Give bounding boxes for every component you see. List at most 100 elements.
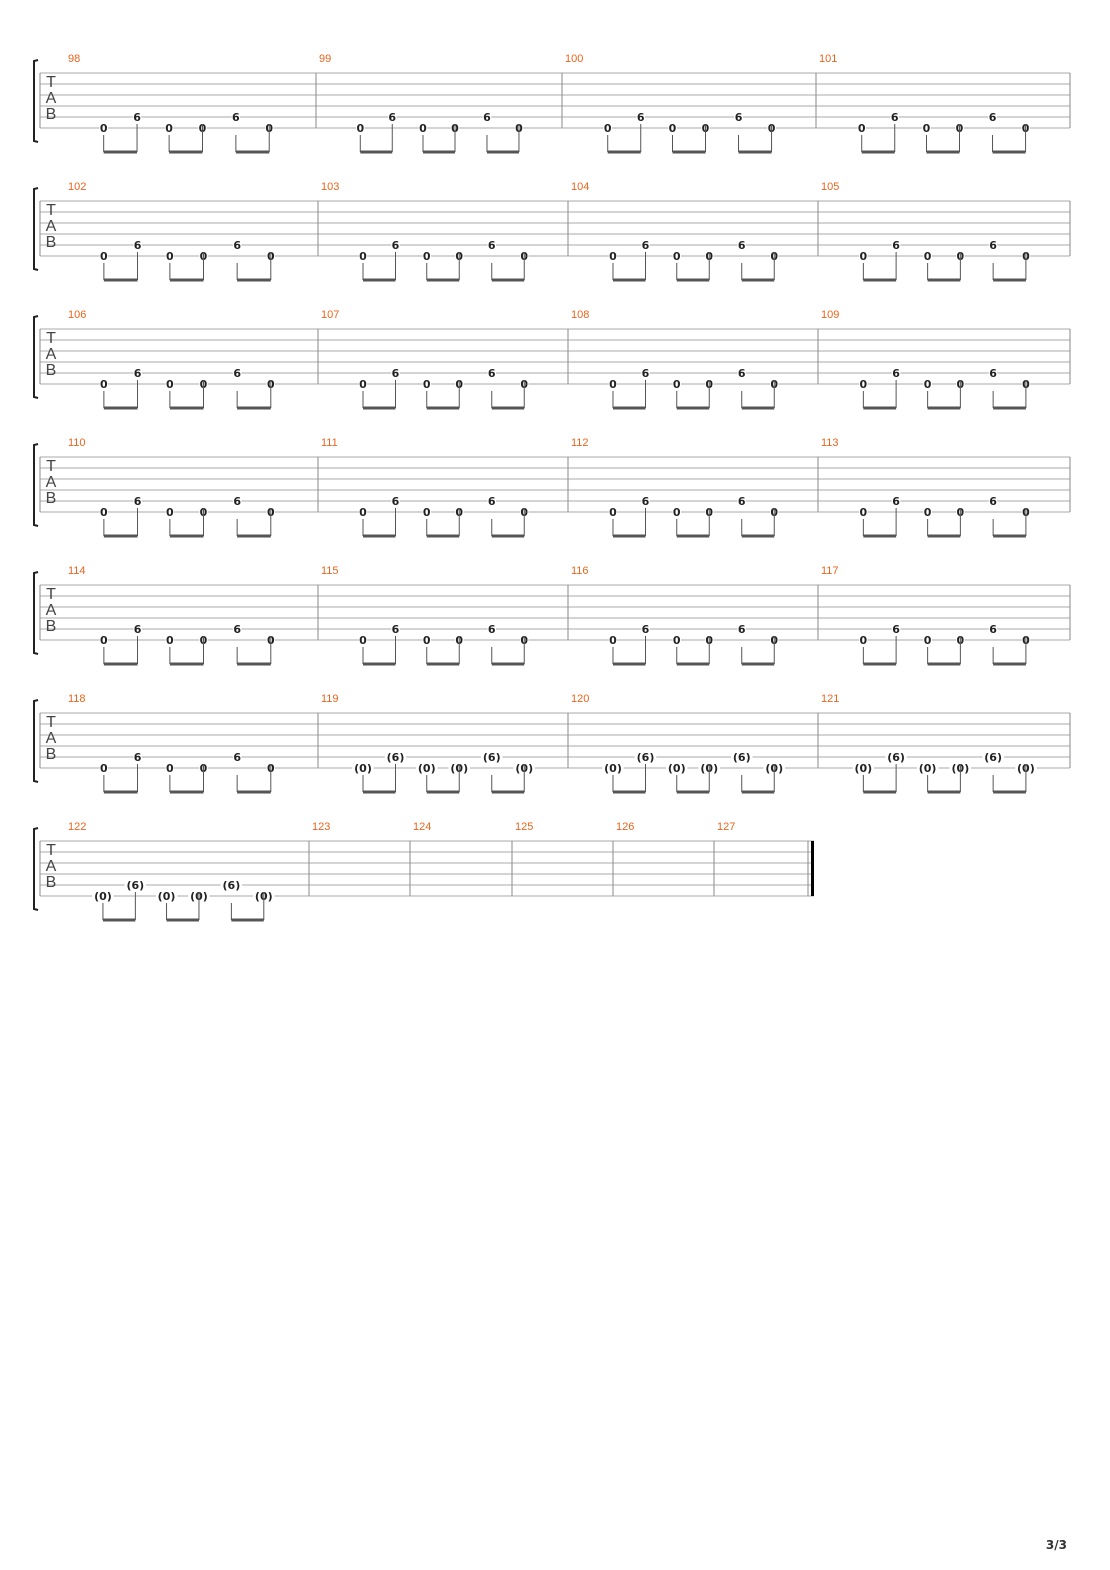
- fret-backdrop: [916, 762, 939, 774]
- fret-number: 0: [423, 634, 431, 647]
- measure-number: 99: [319, 53, 331, 65]
- fret-backdrop: [666, 762, 688, 774]
- fret-backdrop: [641, 495, 650, 507]
- tab-clef-letter: B: [46, 362, 57, 379]
- fret-number: 0: [673, 250, 681, 263]
- fret-backdrop: [608, 634, 618, 646]
- fret-number: 6: [642, 495, 650, 508]
- measure-number: 102: [68, 181, 86, 193]
- fret-number: 6: [392, 623, 400, 636]
- fret-backdrop: [416, 762, 438, 774]
- fret-backdrop: [165, 378, 175, 390]
- fret-number: 0: [609, 634, 617, 647]
- measure-number: 108: [571, 309, 589, 321]
- fret-backdrop: [988, 367, 998, 379]
- fret-number: (6): [127, 879, 145, 892]
- fret-backdrop: [482, 111, 492, 123]
- fret-backdrop: [99, 506, 109, 518]
- fret-number: 0: [100, 506, 108, 519]
- tab-clef-letter: T: [46, 842, 56, 859]
- fret-backdrop: [988, 495, 998, 507]
- measure-number: 117: [821, 565, 839, 577]
- measure-number: 100: [565, 53, 583, 65]
- tab-clef-letter: B: [46, 106, 57, 123]
- fret-backdrop: [165, 762, 175, 774]
- fret-backdrop: [602, 762, 624, 774]
- fret-number: 6: [892, 623, 900, 636]
- fret-backdrop: [641, 623, 650, 635]
- measure-number: 112: [571, 437, 589, 449]
- fret-number: (0): [919, 762, 937, 775]
- fret-number: 6: [738, 495, 746, 508]
- fret-backdrop: [358, 506, 368, 518]
- fret-number: (0): [668, 762, 686, 775]
- fret-backdrop: [422, 506, 431, 518]
- fret-number: 0: [423, 378, 431, 391]
- fret-number: 6: [134, 367, 142, 380]
- fret-backdrop: [891, 239, 901, 251]
- fret-number: 0: [609, 506, 617, 519]
- fret-number: 0: [609, 378, 617, 391]
- fret-backdrop: [487, 495, 496, 507]
- fret-number: 0: [924, 378, 932, 391]
- measure-number: 103: [321, 181, 339, 193]
- fret-number: 6: [488, 495, 496, 508]
- fret-backdrop: [133, 239, 142, 251]
- fret-backdrop: [672, 506, 681, 518]
- fret-backdrop: [487, 239, 496, 251]
- fret-backdrop: [356, 122, 365, 134]
- fret-backdrop: [391, 367, 400, 379]
- fret-backdrop: [99, 250, 109, 262]
- fret-number: 0: [100, 762, 108, 775]
- fret-number: 0: [924, 250, 932, 263]
- fret-backdrop: [99, 634, 109, 646]
- fret-number: (6): [733, 751, 751, 764]
- fret-number: 0: [359, 250, 367, 263]
- measure-number: 101: [819, 53, 837, 65]
- fret-number: 6: [892, 367, 900, 380]
- fret-number: 0: [609, 250, 617, 263]
- fret-number: 0: [860, 378, 868, 391]
- fret-number: 6: [642, 367, 650, 380]
- fret-backdrop: [232, 239, 242, 251]
- fret-backdrop: [391, 623, 400, 635]
- fret-backdrop: [124, 879, 147, 891]
- fret-number: 6: [642, 623, 650, 636]
- fret-number: 6: [642, 239, 650, 252]
- fret-number: 6: [233, 623, 241, 636]
- fret-number: 0: [419, 122, 427, 135]
- tab-clef-letter: A: [46, 602, 57, 619]
- fret-number: 0: [860, 250, 868, 263]
- fret-backdrop: [737, 623, 746, 635]
- fret-number: 6: [735, 111, 743, 124]
- fret-backdrop: [165, 506, 175, 518]
- fret-backdrop: [418, 122, 428, 134]
- fret-backdrop: [859, 506, 868, 518]
- fret-number: 6: [233, 495, 241, 508]
- fret-number: 6: [488, 623, 496, 636]
- measure-number: 124: [413, 821, 431, 833]
- fret-backdrop: [923, 506, 932, 518]
- fret-backdrop: [737, 495, 746, 507]
- fret-backdrop: [668, 122, 677, 134]
- fret-backdrop: [133, 367, 142, 379]
- fret-number: 6: [989, 367, 997, 380]
- fret-backdrop: [608, 506, 618, 518]
- fret-backdrop: [608, 250, 618, 262]
- fret-backdrop: [232, 751, 242, 763]
- fret-backdrop: [165, 634, 175, 646]
- fret-number: (6): [483, 751, 501, 764]
- fret-number: 0: [166, 634, 174, 647]
- fret-backdrop: [232, 623, 242, 635]
- fret-number: 6: [989, 111, 997, 124]
- fret-backdrop: [859, 250, 868, 262]
- tab-clef-letter: B: [46, 746, 57, 763]
- measure-number: 114: [68, 565, 86, 577]
- fret-number: 6: [488, 239, 496, 252]
- fret-number: 0: [423, 506, 431, 519]
- fret-backdrop: [358, 378, 368, 390]
- system-bracket: [33, 443, 39, 527]
- fret-backdrop: [352, 762, 374, 774]
- fret-number: 0: [673, 634, 681, 647]
- fret-backdrop: [99, 762, 109, 774]
